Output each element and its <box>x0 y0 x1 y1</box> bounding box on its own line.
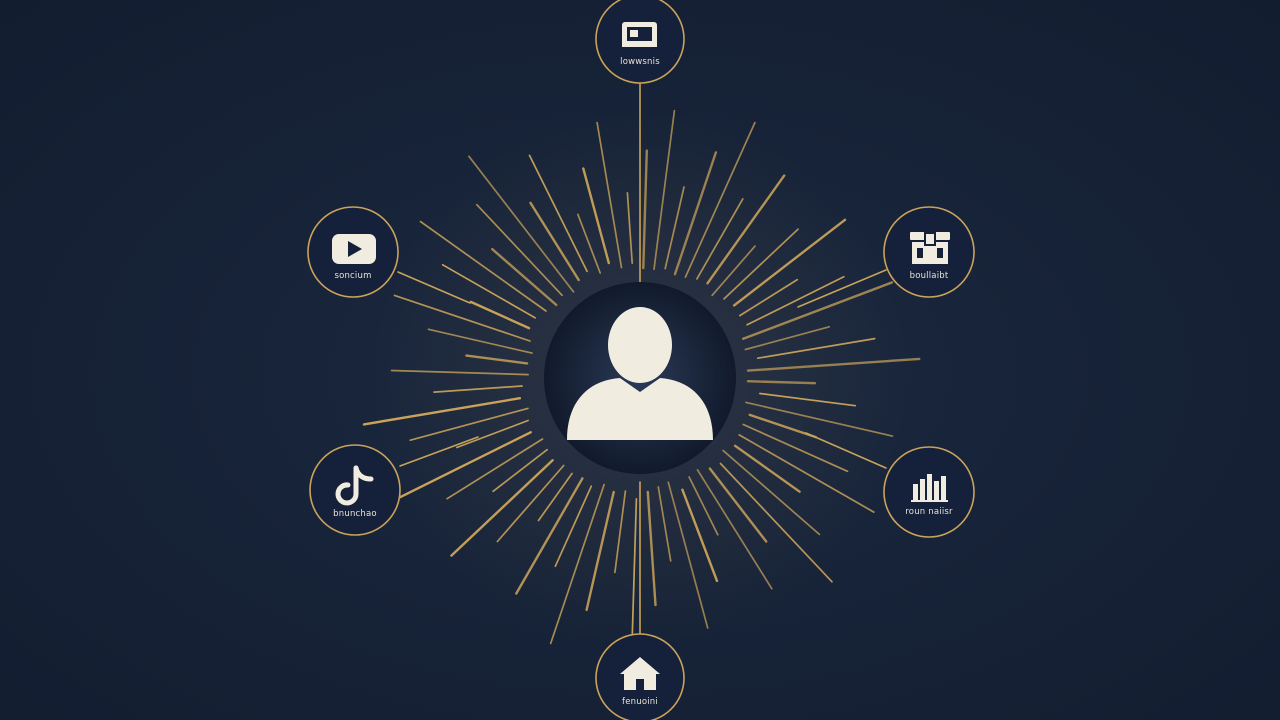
sunburst-ray <box>642 149 648 270</box>
node-label: boullaibt <box>910 271 949 281</box>
connector-upper-right <box>797 269 887 308</box>
sunburst-ray <box>646 490 657 607</box>
sunburst-ray <box>446 438 544 500</box>
sunburst-ray <box>469 300 531 330</box>
sunburst-ray <box>706 174 786 285</box>
music-note-icon <box>335 465 374 506</box>
monitor-icon <box>622 22 657 47</box>
sunburst-ray <box>465 354 529 365</box>
sunburst-ray <box>723 228 799 300</box>
sunburst-ray <box>681 488 719 583</box>
node-label: roun naiisr <box>905 507 953 517</box>
sunburst-ray <box>492 448 548 493</box>
sunburst-ray <box>733 444 801 493</box>
sunburst-ray <box>746 380 817 385</box>
sunburst-ray <box>362 397 522 426</box>
node-label: bnunchao <box>333 509 377 519</box>
sunburst-ray <box>732 218 847 307</box>
sunburst-ray <box>390 369 529 376</box>
sunburst-ray <box>528 154 588 273</box>
node-lower-right[interactable]: roun naiisr <box>883 446 975 538</box>
sunburst-ray <box>409 407 529 442</box>
sunburst-ray <box>667 481 709 629</box>
sunburst-ray <box>468 155 575 293</box>
sunburst-ray <box>688 476 719 536</box>
sunburst-ray <box>673 151 718 276</box>
sunburst-ray <box>631 498 638 649</box>
sunburst-ray <box>664 186 685 270</box>
sunburst-ray <box>696 198 744 280</box>
connector-lower-left <box>399 436 479 467</box>
sunburst-ray <box>585 490 615 612</box>
sunburst-ray <box>475 203 563 297</box>
storefront-icon <box>910 232 950 264</box>
sunburst-ray <box>742 423 849 473</box>
sunburst-ray <box>745 401 894 437</box>
sunburst-rays <box>362 109 921 649</box>
sunburst-ray <box>537 472 573 522</box>
sunburst-ray <box>756 337 876 360</box>
sunburst-ray <box>708 467 768 543</box>
connectors <box>397 83 887 637</box>
sunburst-ray <box>722 449 821 536</box>
sunburst-ray <box>455 419 529 449</box>
sunburst-ray <box>746 357 921 372</box>
sunburst-ray <box>577 213 602 274</box>
sunburst-ray <box>496 464 565 543</box>
connector-lower-right <box>805 432 887 469</box>
node-label: lowwsnis <box>620 57 660 67</box>
sunburst-ray <box>759 392 857 407</box>
sunburst-ray <box>746 275 845 326</box>
sunburst-ray <box>441 263 536 319</box>
sunburst-ray <box>614 490 627 574</box>
sunburst-ray <box>491 247 558 307</box>
center-hub[interactable] <box>544 282 736 474</box>
sunburst-ray <box>549 483 605 645</box>
user-silhouette-icon <box>567 307 713 440</box>
node-upper-left[interactable]: soncium <box>307 206 399 298</box>
sunburst-ray <box>657 486 672 562</box>
sunburst-ray <box>450 459 554 557</box>
node-top[interactable]: lowwsnis <box>595 0 685 84</box>
sunburst-ray <box>742 281 894 340</box>
sunburst-ray <box>626 192 634 264</box>
node-label: fenuoini <box>622 697 658 707</box>
sunburst-ray <box>738 278 799 317</box>
sunburst-ray <box>711 245 756 297</box>
house-icon <box>620 657 660 690</box>
node-bottom[interactable]: fenuoini <box>595 633 685 720</box>
video-play-icon <box>332 234 376 264</box>
sunburst-ray <box>433 385 523 393</box>
node-label: soncium <box>334 271 371 281</box>
sunburst-ray <box>684 121 756 278</box>
connector-upper-left <box>397 271 471 304</box>
node-lower-left[interactable]: bnunchao <box>309 444 401 536</box>
sunburst-ray <box>427 328 533 354</box>
sunburst-ray <box>719 462 833 583</box>
sunburst-ray <box>582 167 610 265</box>
sunburst-ray <box>554 485 593 568</box>
sunburst-ray <box>393 294 531 342</box>
sunburst-ray <box>738 434 875 513</box>
sunburst-ray <box>696 469 773 590</box>
node-upper-right[interactable]: boullaibt <box>883 206 975 298</box>
sunburst-ray <box>653 109 676 271</box>
sunburst-ray <box>529 201 580 282</box>
sunburst-ray <box>515 477 584 595</box>
sunburst-ray <box>419 220 547 312</box>
sunburst-ray <box>744 325 831 351</box>
sunburst-ray <box>397 431 532 500</box>
sunburst-ray <box>596 121 623 269</box>
bar-chart-icon <box>911 474 948 502</box>
sunburst-ray <box>748 413 817 439</box>
